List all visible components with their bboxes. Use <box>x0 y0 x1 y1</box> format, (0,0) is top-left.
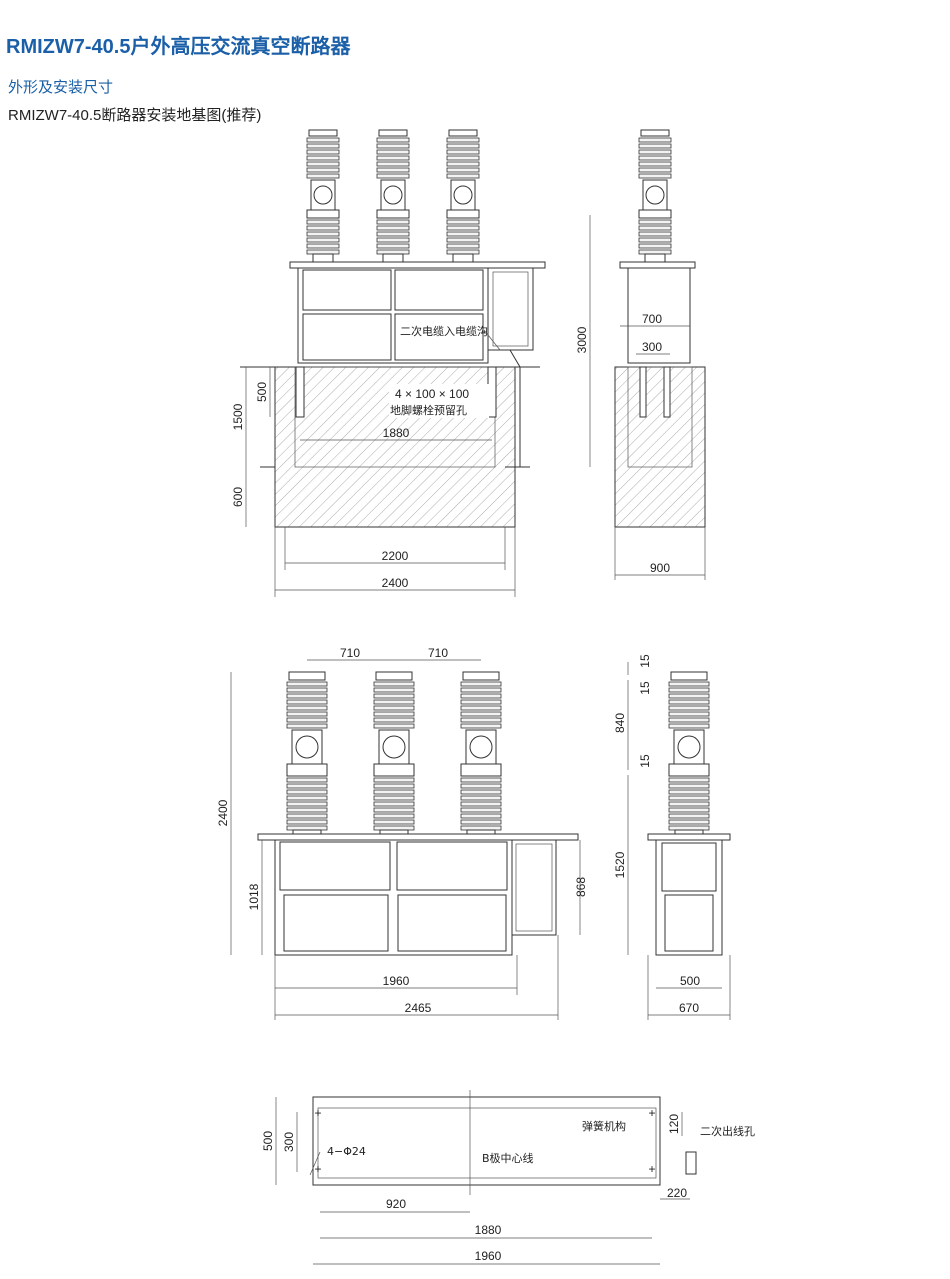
dim-300: 300 <box>642 340 662 354</box>
label-cable-trench: 二次电缆入电缆沟 <box>400 324 488 338</box>
label-bolt-holes: 地脚螺栓预留孔 <box>390 403 467 417</box>
label-holes: 4−Φ24 <box>327 1145 366 1158</box>
label-b-pole-centerline: B极中心线 <box>482 1151 534 1165</box>
dim-1880: 1880 <box>383 426 410 440</box>
dim-220: 220 <box>667 1186 687 1200</box>
dim-500: 500 <box>261 1131 275 1151</box>
dim-15-c: 15 <box>638 754 652 768</box>
label-secondary-outlet: 二次出线孔 <box>700 1124 755 1138</box>
dim-1960: 1960 <box>475 1249 502 1263</box>
dim-15-a: 15 <box>638 654 652 668</box>
label-spring-mechanism: 弹簧机构 <box>582 1119 626 1133</box>
dim-670: 670 <box>679 1001 699 1015</box>
svg-text:+: + <box>648 1162 655 1176</box>
dim-2465: 2465 <box>405 1001 432 1015</box>
dim-710-b: 710 <box>428 646 448 660</box>
dim-2400: 2400 <box>382 576 409 590</box>
dim-1018: 1018 <box>247 883 261 910</box>
dim-1880: 1880 <box>475 1223 502 1237</box>
svg-text:+: + <box>314 1106 321 1120</box>
dim-2400: 2400 <box>216 799 230 826</box>
plan-view: + + + + 弹簧机构 B极中心线 4−Φ24 二次出线孔 500 300 1… <box>261 1090 755 1265</box>
dim-15-b: 15 <box>638 681 652 695</box>
dim-700: 700 <box>642 312 662 326</box>
dim-300: 300 <box>282 1132 296 1152</box>
page-title: RMIZW7-40.5户外高压交流真空断路器 <box>6 36 351 58</box>
dim-1960: 1960 <box>383 974 410 988</box>
dim-500: 500 <box>255 382 269 402</box>
dim-1500: 1500 <box>231 403 245 430</box>
dim-868: 868 <box>574 877 588 897</box>
label-bolt-size: 4 × 100 × 100 <box>395 387 469 401</box>
side-view: 15 15 840 15 1520 500 670 <box>613 654 731 1020</box>
dim-710-a: 710 <box>340 646 360 660</box>
dim-920: 920 <box>386 1197 406 1211</box>
dim-500: 500 <box>680 974 700 988</box>
dim-120: 120 <box>667 1114 681 1134</box>
foundation-side-view: 3000 700 300 900 <box>575 129 706 580</box>
dim-600: 600 <box>231 487 245 507</box>
foundation-front-view: 二次电缆入电缆沟 4 × 100 × 100 地脚螺栓预留孔 500 1500 … <box>231 129 546 597</box>
dim-900: 900 <box>650 561 670 575</box>
svg-text:+: + <box>314 1162 321 1176</box>
dim-3000: 3000 <box>575 326 589 353</box>
figure-caption: RMIZW7-40.5断路器安装地基图(推荐) <box>8 107 262 124</box>
svg-text:+: + <box>648 1106 655 1120</box>
dim-1520: 1520 <box>613 851 627 878</box>
section-subtitle: 外形及安装尺寸 <box>8 79 114 96</box>
front-view: 710 710 2400 1018 868 1960 2465 <box>216 646 588 1020</box>
dim-2200: 2200 <box>382 549 409 563</box>
dim-840: 840 <box>613 713 627 733</box>
